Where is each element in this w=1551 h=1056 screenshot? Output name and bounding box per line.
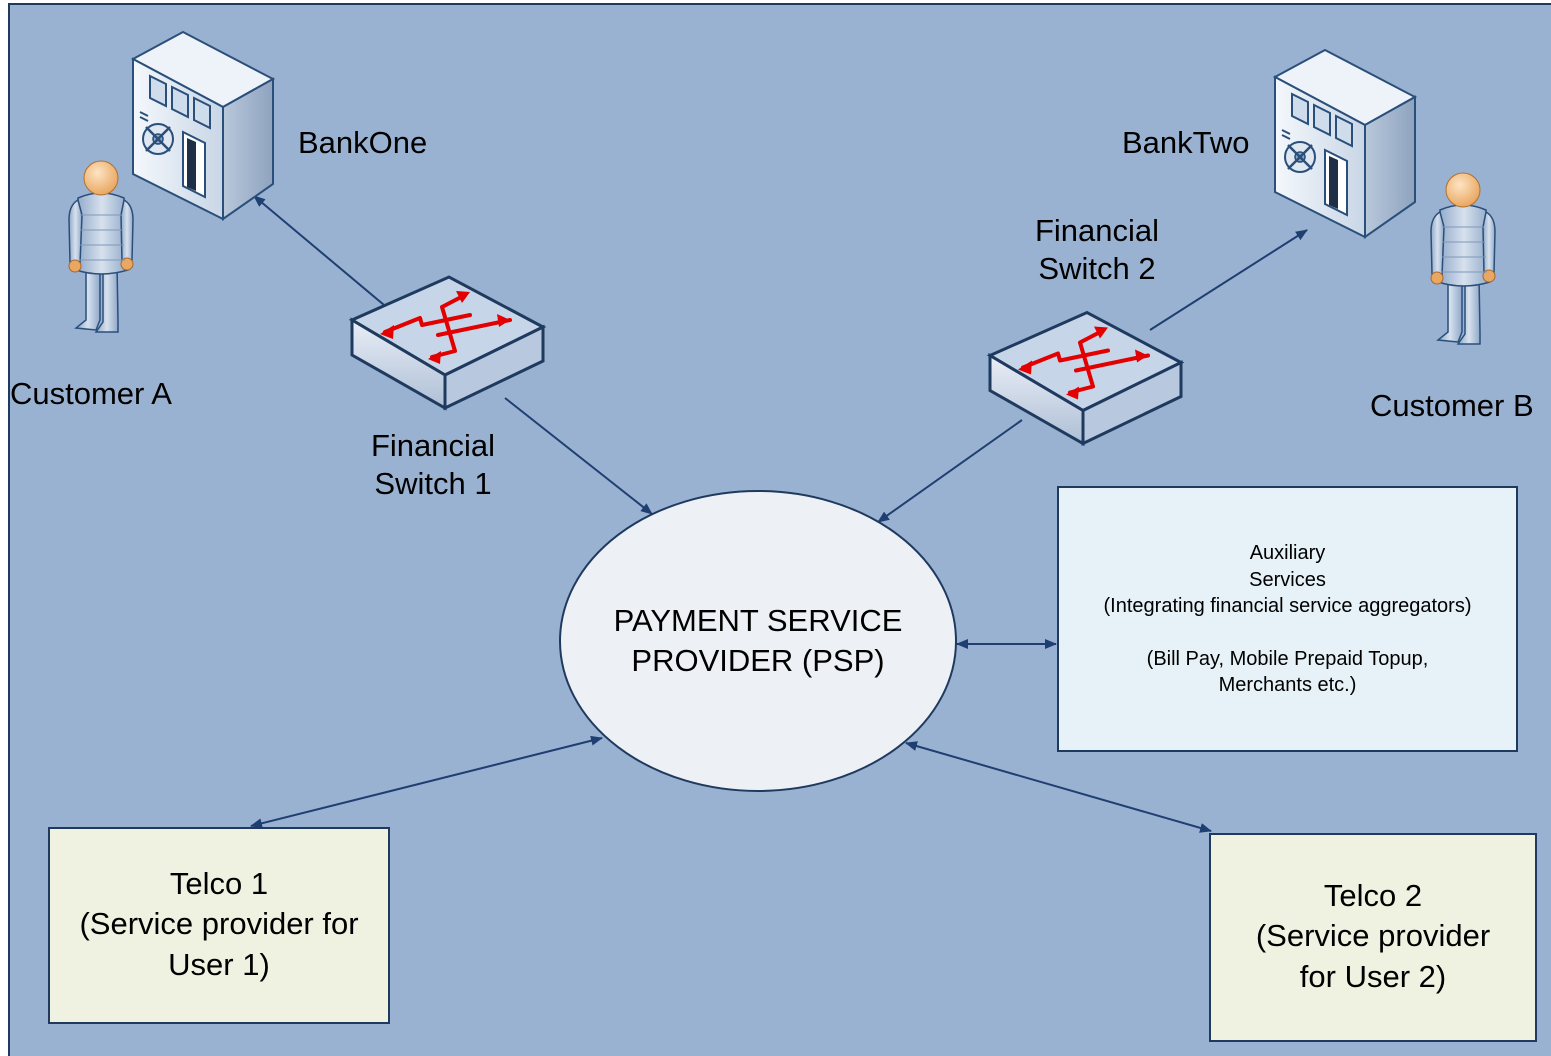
edge-psp-telco2	[905, 741, 1212, 833]
telco-1-line3: User 1)	[168, 946, 270, 982]
auxiliary-spacer	[1058, 620, 1517, 646]
telco-2-line3: for User 2)	[1299, 958, 1447, 994]
switch-1-label-line2: Switch 1	[374, 465, 492, 501]
telco-2-line2: (Service provider	[1255, 918, 1491, 954]
psp-label-line1: PAYMENT SERVICE	[613, 603, 903, 638]
psp-label: PAYMENT SERVICE PROVIDER (PSP)	[558, 601, 958, 682]
edge-switch1-to-psp	[504, 397, 653, 515]
financial-switch-2-label: Financial Switch 2	[997, 212, 1197, 288]
auxiliary-line3: (Integrating financial service aggregato…	[1103, 595, 1472, 618]
auxiliary-line5: Merchants etc.)	[1218, 674, 1357, 697]
telco-2-box[interactable]	[1209, 833, 1537, 1042]
customer-a-label: Customer A	[10, 376, 172, 411]
switch-2-label-line2: Switch 2	[1038, 250, 1156, 286]
bank-two-label: BankTwo	[1122, 125, 1250, 160]
telco-2-label: Telco 2 (Service provider for User 2)	[1210, 876, 1536, 997]
telco-2-line1: Telco 2	[1323, 878, 1423, 913]
edge-switch1-to-bankone	[253, 195, 391, 311]
connectors	[250, 195, 1308, 833]
telco-1-label: Telco 1 (Service provider for User 1)	[49, 864, 389, 985]
telco-1-line1: Telco 1	[169, 866, 269, 901]
psp-node[interactable]	[559, 490, 957, 792]
edge-psp-telco1	[250, 735, 603, 829]
switch-1-label-line1: Financial	[370, 428, 496, 463]
auxiliary-services-label: Auxiliary Services (Integrating financia…	[1058, 540, 1517, 699]
auxiliary-services-box[interactable]	[1057, 486, 1518, 752]
auxiliary-line4: (Bill Pay, Mobile Prepaid Topup,	[1146, 647, 1429, 670]
auxiliary-line1: Auxiliary	[1249, 542, 1326, 564]
psp-label-line2: PROVIDER (PSP)	[631, 643, 885, 679]
auxiliary-line2: Services	[1249, 568, 1326, 591]
customer-b-label: Customer B	[1370, 388, 1534, 423]
telco-1-box[interactable]	[48, 827, 390, 1024]
edge-switch2-to-psp	[877, 419, 1023, 523]
edge-switch2-to-banktwo	[1149, 229, 1308, 331]
bank-one-label: BankOne	[298, 125, 428, 160]
telco-1-line2: (Service provider for	[79, 906, 359, 942]
switch-2-label-line1: Financial	[1034, 213, 1160, 248]
financial-switch-1-label: Financial Switch 1	[333, 427, 533, 503]
